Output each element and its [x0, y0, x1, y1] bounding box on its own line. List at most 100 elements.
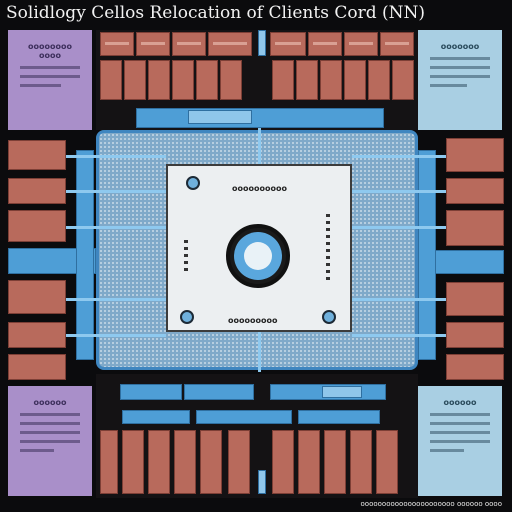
top-left-info-panel: oooooooo oooo — [8, 30, 92, 130]
bottom-left-info-panel: oooooo — [8, 386, 92, 496]
memory-block — [298, 430, 320, 494]
top-bus — [136, 108, 384, 128]
memory-block — [136, 32, 170, 56]
memory-block — [350, 430, 372, 494]
bottom-bus-connector — [258, 470, 266, 494]
memory-block — [200, 430, 222, 494]
memory-block — [148, 60, 170, 100]
side-block — [446, 322, 504, 348]
side-block — [8, 354, 66, 380]
memory-block — [196, 60, 218, 100]
chip-port-icon — [186, 176, 200, 190]
memory-block — [220, 60, 242, 100]
wire — [66, 226, 166, 229]
bottom-left-panel-title: oooooo — [33, 398, 67, 407]
top-left-panel-title: oooooooo oooo — [28, 42, 72, 60]
side-block — [8, 210, 66, 242]
memory-block — [100, 430, 118, 494]
wire — [352, 155, 446, 158]
wire — [66, 334, 166, 337]
top-right-panel-title: ooooooo — [440, 42, 480, 51]
memory-block — [380, 32, 414, 56]
memory-block — [296, 60, 318, 100]
panel-text-line — [20, 431, 80, 434]
memory-block — [320, 60, 342, 100]
bottom-bus — [122, 410, 190, 424]
side-block — [446, 210, 504, 246]
left-rail — [76, 150, 94, 360]
memory-block — [344, 60, 366, 100]
memory-block — [228, 430, 250, 494]
panel-text-line — [20, 440, 80, 443]
memory-block — [392, 60, 414, 100]
wire — [258, 128, 261, 164]
main-chip: oooooooooo ooooooooo — [166, 164, 352, 332]
side-block — [8, 280, 66, 314]
panel-text-line — [430, 75, 490, 78]
side-block — [8, 322, 66, 348]
top-right-info-panel: ooooooo — [418, 30, 502, 130]
panel-text-line — [430, 422, 490, 425]
right-rail — [418, 150, 436, 360]
diagram-title: Solidlogy Cellos Relocation of Clients C… — [6, 3, 425, 23]
bottom-bus-label-box — [322, 386, 362, 398]
memory-block — [368, 60, 390, 100]
wire — [66, 190, 166, 193]
memory-block — [122, 430, 144, 494]
panel-text-line — [430, 449, 464, 452]
panel-text-line — [20, 413, 80, 416]
panel-text-line — [430, 431, 490, 434]
top-bus-connector — [258, 30, 266, 56]
memory-block — [172, 60, 194, 100]
bottom-right-info-panel: oooooo — [418, 386, 502, 496]
memory-block — [100, 60, 122, 100]
panel-text-line — [20, 84, 61, 87]
memory-block — [172, 32, 206, 56]
wire — [66, 298, 166, 301]
footer-caption: oooooooooooooooooooooo oooooo oooo — [360, 500, 503, 508]
bottom-bus — [120, 384, 182, 400]
panel-text-line — [430, 84, 468, 87]
memory-block — [324, 430, 346, 494]
side-block — [446, 178, 504, 204]
side-block — [446, 138, 504, 172]
processor-core-icon — [226, 224, 290, 288]
panel-text-line — [20, 449, 54, 452]
panel-text-line — [430, 413, 490, 416]
memory-block — [124, 60, 146, 100]
panel-text-line — [430, 66, 490, 69]
chip-port-icon — [180, 310, 194, 324]
memory-block — [270, 32, 306, 56]
bottom-bus — [196, 410, 292, 424]
wire — [352, 334, 446, 337]
panel-text-line — [20, 422, 80, 425]
chip-pin-column — [184, 240, 188, 275]
chip-port-icon — [322, 310, 336, 324]
chip-pin-column — [326, 214, 330, 284]
bottom-bus — [184, 384, 254, 400]
wire — [352, 190, 446, 193]
bottom-bus — [298, 410, 380, 424]
memory-block — [208, 32, 252, 56]
wire — [352, 298, 446, 301]
side-block — [8, 140, 66, 170]
memory-block — [272, 430, 294, 494]
memory-block — [376, 430, 398, 494]
wire — [66, 155, 166, 158]
wire — [258, 332, 261, 372]
chip-top-label: oooooooooo — [232, 184, 287, 193]
memory-block — [308, 32, 342, 56]
memory-block — [100, 32, 134, 56]
panel-text-line — [20, 75, 80, 78]
wire — [352, 226, 446, 229]
bottom-right-panel-title: oooooo — [443, 398, 477, 407]
memory-block — [272, 60, 294, 100]
panel-text-line — [20, 66, 80, 69]
memory-block — [148, 430, 170, 494]
side-block — [446, 354, 504, 380]
side-block — [8, 178, 66, 204]
panel-text-line — [430, 440, 490, 443]
side-block — [446, 282, 504, 316]
memory-block — [174, 430, 196, 494]
panel-text-line — [430, 57, 490, 60]
